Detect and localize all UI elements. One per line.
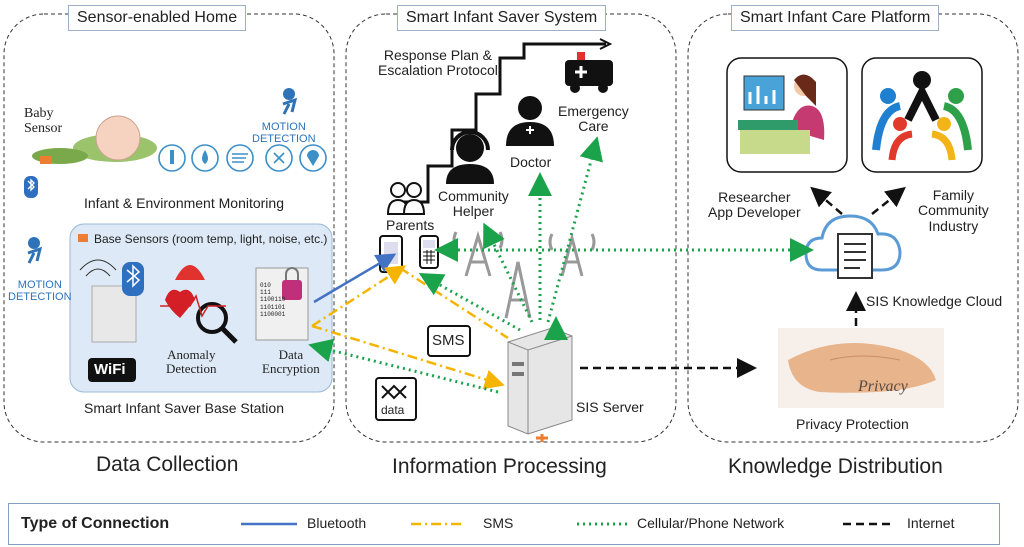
motion-detection-icon-top xyxy=(282,88,298,115)
wifi-icon xyxy=(88,358,136,382)
privacy-hand-image xyxy=(778,328,944,408)
escalation-staircase xyxy=(404,42,606,204)
baby-icon xyxy=(32,115,157,164)
system-panel xyxy=(345,13,677,443)
privacy-protection-label: Privacy Protection xyxy=(796,416,909,432)
conn-cellular xyxy=(308,136,814,394)
data-encryption-label: Data Encryption xyxy=(262,347,320,377)
response-plan-label: Response Plan & Escalation Protocol xyxy=(378,47,498,79)
data-icon xyxy=(375,377,417,421)
base-sensor-marker xyxy=(78,234,88,242)
legend-label-cellular: Cellular/Phone Network xyxy=(637,515,785,531)
legend-label-internet: Internet xyxy=(907,515,955,531)
community-helper-icon xyxy=(446,130,494,184)
conn-bluetooth xyxy=(313,253,397,304)
anomaly-icon xyxy=(160,265,238,344)
conn-internet xyxy=(580,186,906,378)
legend-label-sms: SMS xyxy=(483,515,514,531)
family-community-icon xyxy=(861,57,983,173)
knowledge-cloud-icon xyxy=(804,214,902,279)
legend-title: Type of Connection xyxy=(21,515,170,532)
monitoring-icons xyxy=(158,144,327,172)
community-helper-label: Community Helper xyxy=(438,188,509,220)
privacy-word: Privacy xyxy=(858,378,908,395)
connection-legend: Type of Connection Bluetooth SMS Cellula… xyxy=(8,503,1000,545)
platform-panel xyxy=(687,13,1019,443)
family-label: Family Community Industry xyxy=(918,187,989,234)
platform-panel-title: Smart Infant Care Platform xyxy=(731,5,940,31)
sis-server-label: SIS Server xyxy=(576,399,644,415)
legend-label-bluetooth: Bluetooth xyxy=(307,515,367,531)
sis-server-icon xyxy=(507,327,573,442)
researcher-icon xyxy=(726,57,848,173)
home-panel xyxy=(3,13,335,443)
motion-detection-icon-left xyxy=(27,237,43,264)
ambulance-icon xyxy=(565,52,613,93)
smartphone-icon xyxy=(379,235,403,273)
phase-collection: Data Collection xyxy=(96,453,239,476)
base-station-device xyxy=(79,259,144,343)
baby-sensor-label: Baby Sensor xyxy=(24,106,63,137)
encryption-icon xyxy=(255,267,309,341)
bluetooth-icon-baby xyxy=(24,176,38,198)
parents-icon xyxy=(386,182,426,215)
base-station-label: Smart Infant Saver Base Station xyxy=(84,400,284,416)
data-icon-label: data xyxy=(381,403,405,417)
home-panel-title: Sensor-enabled Home xyxy=(68,5,247,31)
motion-detection-label-top: MOTION DETECTION xyxy=(252,121,316,146)
sms-icon-label: SMS xyxy=(432,332,465,349)
phase-distribution: Knowledge Distribution xyxy=(728,455,943,478)
parents-label: Parents xyxy=(386,217,435,233)
researcher-label: Researcher App Developer xyxy=(708,189,801,221)
monitoring-label: Infant & Environment Monitoring xyxy=(84,195,284,211)
doctor-icon xyxy=(506,96,554,146)
doctor-label: Doctor xyxy=(510,154,552,170)
system-panel-title: Smart Infant Saver System xyxy=(397,5,607,31)
conn-sms xyxy=(311,265,509,390)
motion-detection-label-left: MOTION DETECTION xyxy=(8,279,72,304)
emergency-care-label: Emergency Care xyxy=(558,103,629,135)
binary-text: 010 111 1100110 1101101 1100001 xyxy=(260,282,286,318)
wifi-label: WiFi xyxy=(94,361,126,378)
knowledge-cloud-label: SIS Knowledge Cloud xyxy=(866,293,1003,309)
sms-icon xyxy=(427,325,471,357)
legend-swatches xyxy=(241,522,893,526)
base-sensors-label: Base Sensors (room temp, light, noise, e… xyxy=(94,232,328,246)
cellphone-icon xyxy=(419,235,439,269)
anomaly-detection-label: Anomaly Detection xyxy=(166,347,217,377)
phase-processing: Information Processing xyxy=(392,455,607,478)
